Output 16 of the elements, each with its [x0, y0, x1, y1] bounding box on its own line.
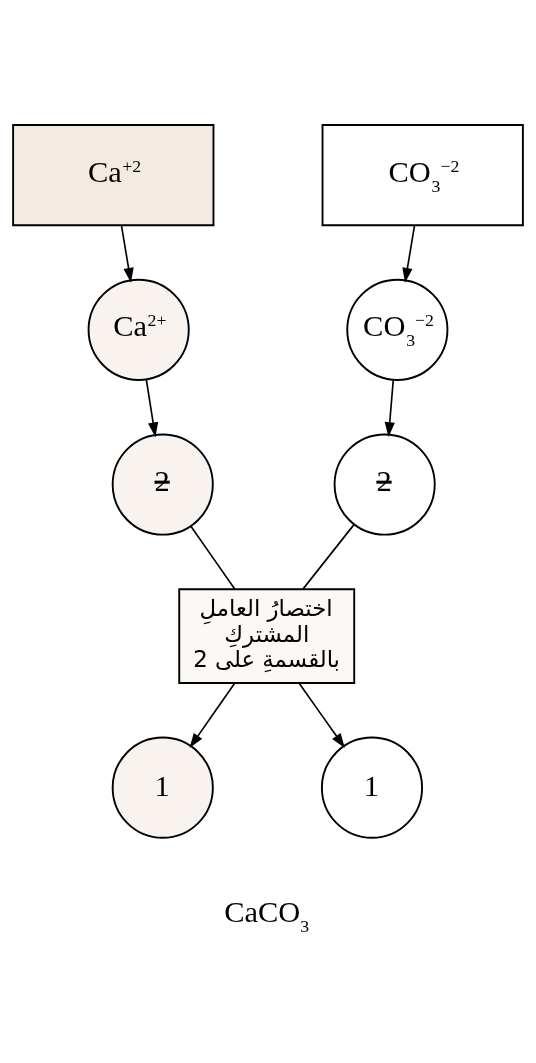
- node-circle: 2: [111, 433, 214, 536]
- arrow: [402, 224, 416, 283]
- node-circle: 2: [333, 433, 436, 536]
- arrow: [145, 378, 159, 438]
- connector: [190, 525, 236, 590]
- arrow: [189, 682, 236, 748]
- connector: [302, 523, 355, 590]
- node-box: اختصارُ العاملِ المشتركِ بالقسمةِ على 2: [178, 588, 356, 684]
- arrow: [384, 379, 395, 437]
- node-circle: 1: [320, 736, 423, 839]
- arrow: [120, 224, 134, 283]
- node-circle: Ca$^{2+}$: [87, 278, 190, 381]
- node-box: Ca$^{+2}$: [12, 124, 215, 227]
- arrow: [298, 682, 345, 748]
- label: CaCO$_{3}$: [224, 894, 310, 936]
- node-circle: 1: [111, 736, 214, 839]
